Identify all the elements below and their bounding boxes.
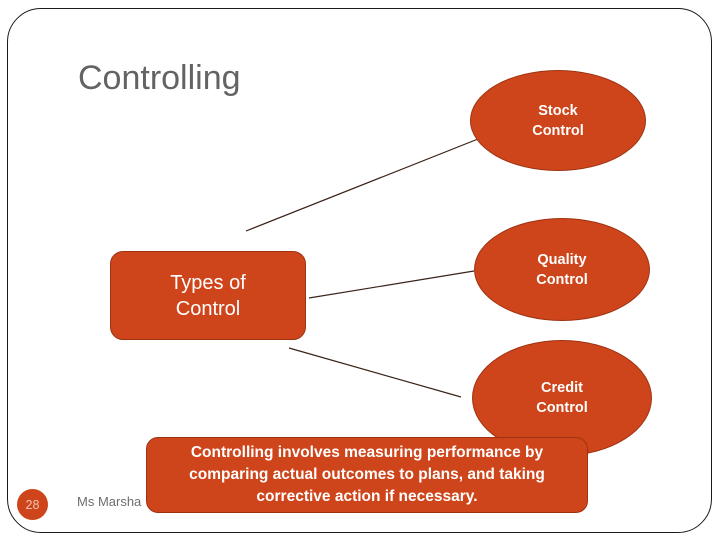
callout-definition-box[interactable]: Controlling involves measuring performan… bbox=[146, 437, 588, 513]
footer-author: Ms Marsha bbox=[77, 494, 142, 509]
page-title: Controlling bbox=[78, 59, 241, 97]
page-number-badge: 28 bbox=[17, 489, 48, 520]
connector-to-quality-control bbox=[308, 270, 475, 299]
connector-to-stock-control bbox=[245, 138, 479, 232]
callout-definition-text: Controlling involves measuring performan… bbox=[189, 444, 545, 505]
connector-to-credit-control bbox=[288, 347, 462, 398]
